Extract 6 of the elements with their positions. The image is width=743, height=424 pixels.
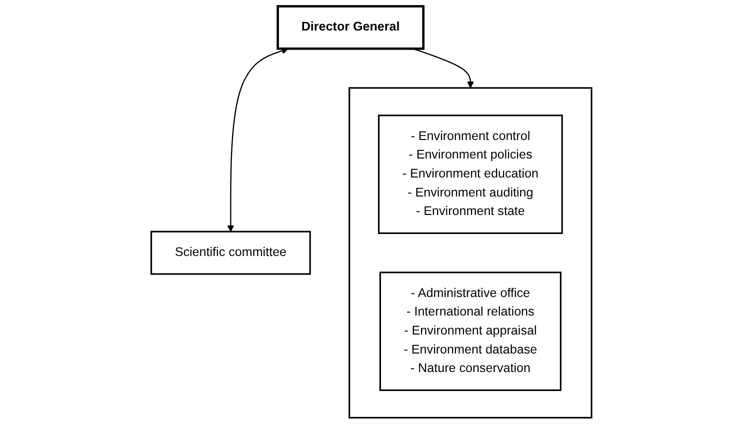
arrow <box>227 48 288 232</box>
node-box: Director General <box>276 5 425 50</box>
cluster <box>348 87 592 418</box>
node-box: - Environment control - Environment policies - Environment education - Environment auditing - Environment state <box>378 114 563 234</box>
node-box: Scientific committee <box>150 230 311 275</box>
node-box: - Administrative office - International relations - Environment appraisal - Environment database - Nature conservation <box>380 272 562 392</box>
